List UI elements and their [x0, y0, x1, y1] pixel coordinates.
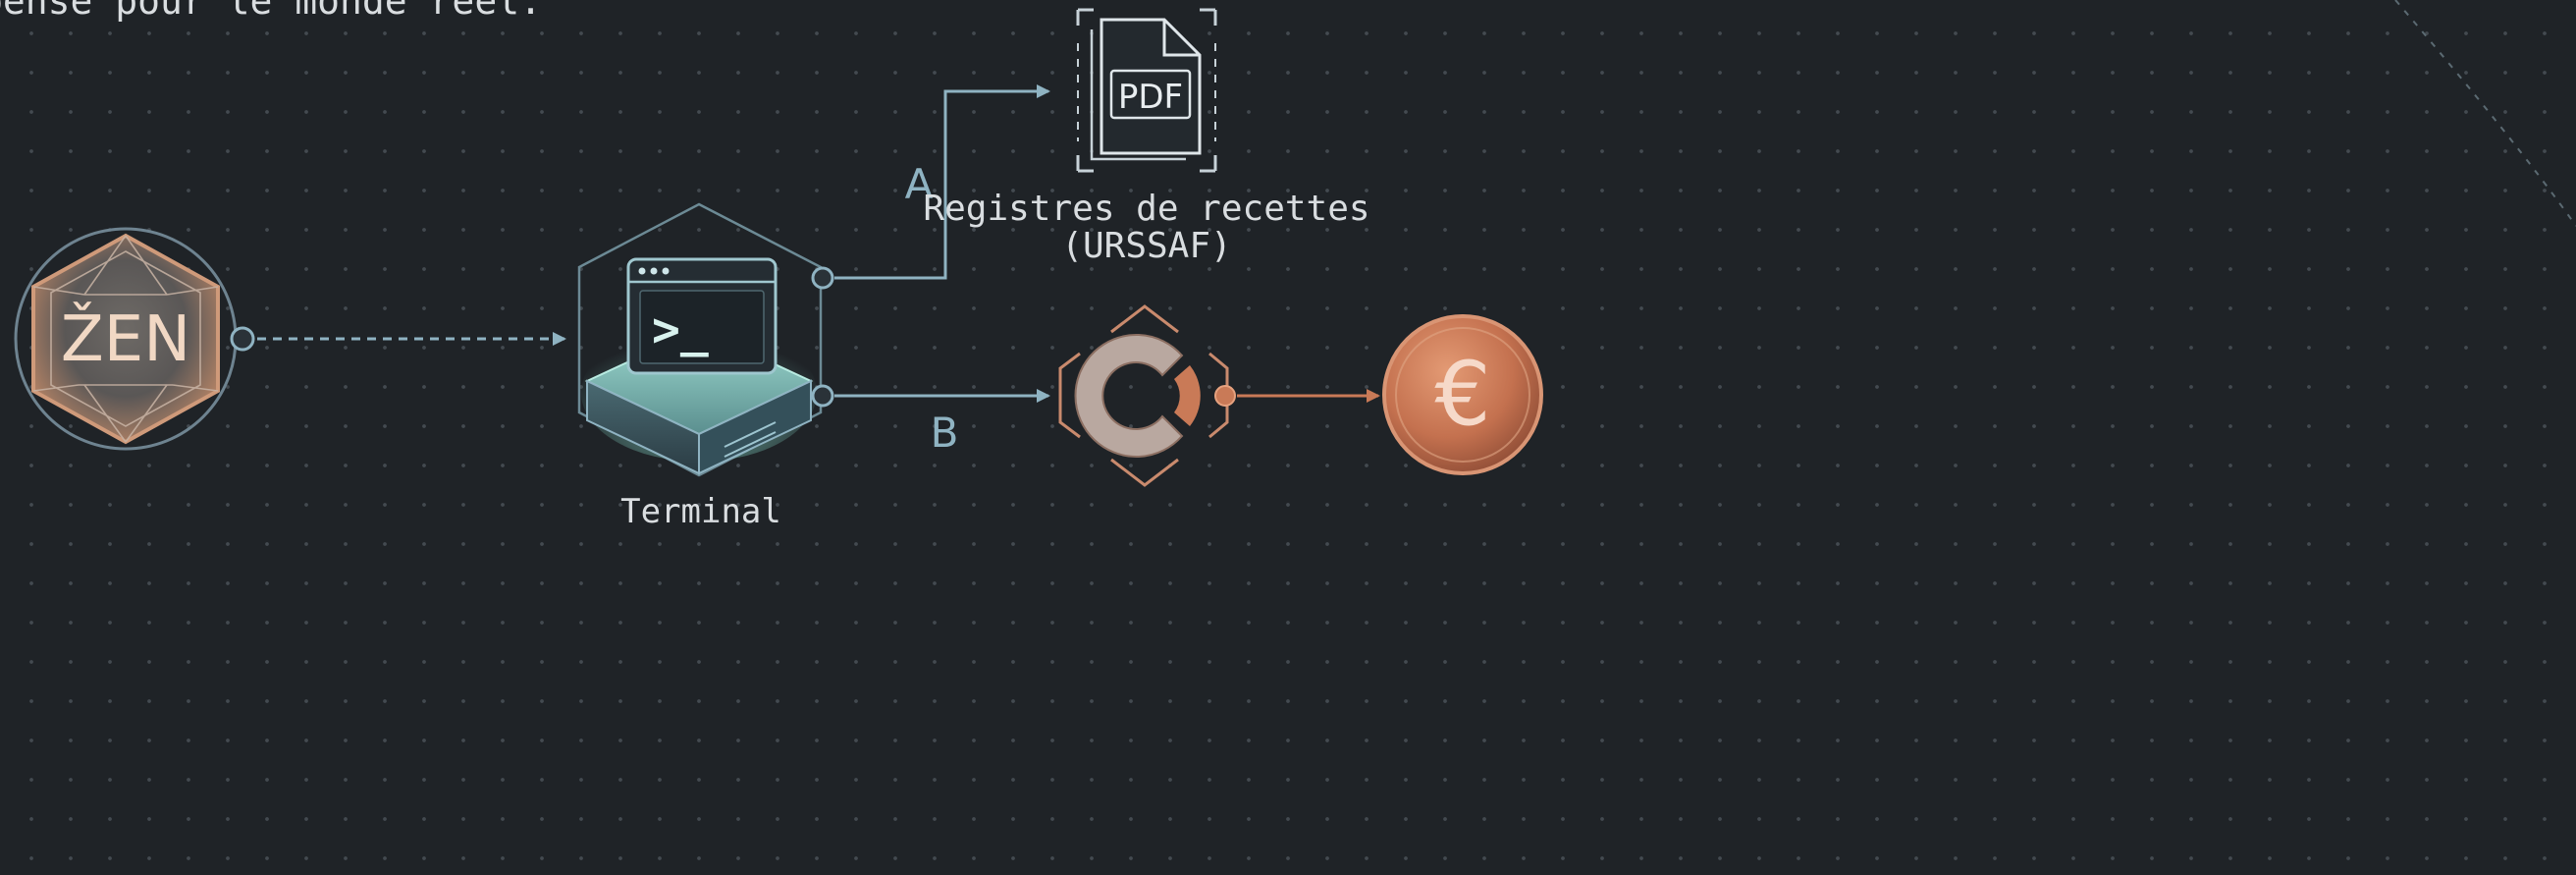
- pdf-label-line2: (URSSAF): [1061, 226, 1231, 266]
- intro-text: pensé pour le monde réel.: [0, 0, 542, 23]
- euro-symbol: €: [1434, 343, 1490, 446]
- decorative-arc: [2394, 0, 2576, 227]
- edge-label-a: A: [905, 160, 934, 208]
- euro-coin-node: €: [1382, 314, 1543, 475]
- terminal-port-a: [811, 266, 834, 290]
- processor-output-port: [1214, 385, 1236, 407]
- euro-coin-icon: [1382, 314, 1543, 475]
- terminal-port-b: [811, 384, 834, 408]
- edge-path-a: [834, 84, 1050, 280]
- zen-label: ŽEN: [61, 301, 190, 376]
- pdf-file-icon: [1100, 18, 1202, 155]
- zen-output-port: [230, 326, 255, 352]
- terminal-label: Terminal: [620, 492, 781, 531]
- terminal-node: >_ Terminal: [577, 202, 834, 531]
- terminal-prompt: >_: [652, 302, 709, 357]
- pdf-icon-text: PDF: [1118, 78, 1183, 117]
- pdf-label-line1: Registres de recettes: [923, 189, 1369, 229]
- pdf-document-node: PDF Registres de recettes (URSSAF): [923, 8, 1370, 266]
- edge-label-b: B: [931, 409, 959, 457]
- zen-badge: ŽEN: [14, 227, 255, 451]
- payment-processor-node: [1058, 304, 1236, 487]
- payment-processor-logo-icon: [1074, 334, 1184, 458]
